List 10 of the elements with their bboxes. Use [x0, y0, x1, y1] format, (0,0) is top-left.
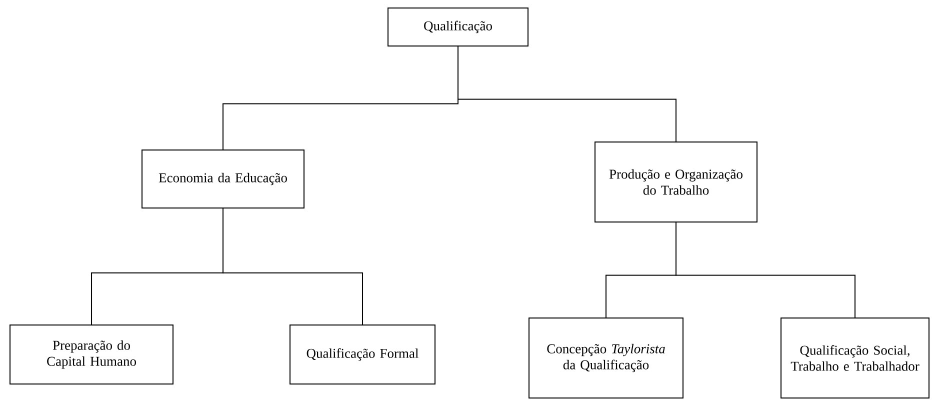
- box: Concepção Taylorista da Qualificação: [528, 318, 684, 398]
- box: Qualificação Formal: [290, 324, 436, 384]
- box: Qualificação: [388, 8, 528, 46]
- connector: [458, 46, 676, 142]
- box: Economia da Educação: [142, 150, 304, 208]
- connector: [676, 222, 856, 318]
- connector: [222, 208, 363, 325]
- box: Produção e Organização do Trabalho: [594, 142, 758, 222]
- box: Qualificação Social, Trabalho e Trabalhador: [780, 318, 930, 398]
- box: Preparação do Capital Humano: [10, 324, 174, 384]
